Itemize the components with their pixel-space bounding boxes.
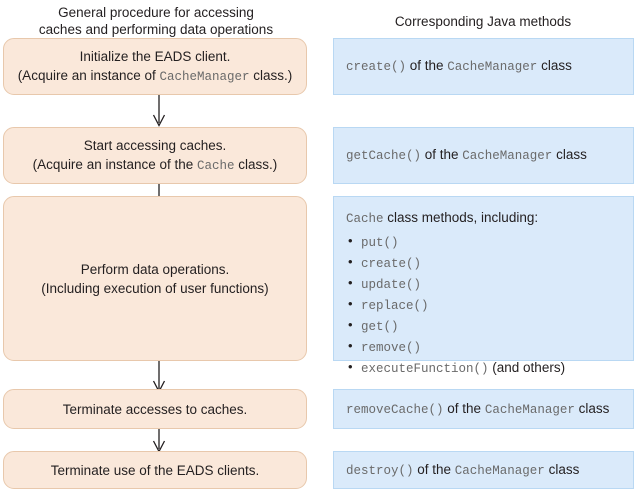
left-column-header-line2: caches and performing data operations: [38, 22, 274, 37]
list-item: executeFunction() (and others): [346, 357, 621, 379]
bullet-4-code: get(): [361, 320, 399, 334]
method-box-removecache: removeCache() of the CacheManager class: [333, 389, 634, 429]
method-box-create: create() of the CacheManager class: [333, 38, 634, 95]
bullet-1-code: create(): [361, 257, 422, 271]
list-item: update(): [346, 273, 621, 295]
step-1-line2-pre: (Acquire an instance of the: [32, 156, 198, 172]
method-4-code: destroy(): [346, 463, 414, 478]
method-2-heading: Cache class methods, including:: [346, 208, 621, 229]
step-box-terminate-accesses-to-caches: Terminate accesses to caches.: [3, 389, 307, 429]
method-0-tail: class: [537, 58, 572, 73]
method-2-mid: class methods, including:: [383, 210, 539, 225]
method-1-code: getCache(): [346, 149, 422, 163]
bullet-2-code: update(): [361, 278, 422, 292]
method-0-code: create(): [346, 60, 407, 74]
step-1-line2: (Acquire an instance of the Cache class.…: [33, 155, 278, 176]
method-1-tail: class: [552, 147, 587, 162]
method-2-code: Cache: [346, 212, 384, 226]
method-0-code2: CacheManager: [447, 60, 538, 74]
method-4-tail: class: [544, 461, 580, 477]
method-3-code2: CacheManager: [484, 402, 575, 417]
list-item: create(): [346, 252, 621, 274]
method-3-mid: of the: [443, 400, 485, 416]
step-box-terminate-use-of-eads-clients: Terminate use of the EADS clients.: [3, 451, 307, 489]
step-3-line1: Terminate accesses to caches.: [62, 401, 248, 417]
bullet-5-code: remove(): [361, 341, 422, 355]
method-0-mid: of the: [406, 58, 448, 73]
method-3-code: removeCache(): [346, 402, 444, 417]
step-box-perform-data-operations: Perform data operations. (Including exec…: [3, 196, 307, 361]
list-item: put(): [346, 231, 621, 253]
bullet-6-code: executeFunction(): [361, 362, 489, 376]
step-4-line1: Terminate use of the EADS clients.: [50, 462, 260, 478]
step-2-line2: (Including execution of user functions): [41, 280, 269, 296]
step-1-line2-code: Cache: [197, 158, 235, 173]
step-0-line2-code: CacheManager: [159, 69, 250, 84]
flow-arrow-1: [148, 95, 170, 127]
step-box-initialize-eads-client: Initialize the EADS client. (Acquire an …: [3, 38, 307, 95]
right-column-header: Corresponding Java methods: [394, 14, 572, 29]
method-4-mid: of the: [413, 461, 455, 477]
step-0-line2: (Acquire an instance of CacheManager cla…: [18, 66, 293, 87]
step-0-line1: Initialize the EADS client.: [79, 48, 231, 64]
method-box-destroy: destroy() of the CacheManager class: [333, 451, 634, 489]
method-box-cache-class-methods: Cache class methods, including: put() cr…: [333, 196, 634, 376]
flow-arrow-4: [148, 429, 170, 453]
step-box-start-accessing-caches: Start accessing caches. (Acquire an inst…: [3, 127, 307, 184]
bullet-0-code: put(): [361, 236, 399, 250]
step-1-line1: Start accessing caches.: [83, 137, 227, 153]
step-0-line2-pre: (Acquire an instance of: [17, 67, 160, 83]
list-item: get(): [346, 315, 621, 337]
method-1-code2: CacheManager: [462, 149, 553, 163]
method-box-getcache: getCache() of the CacheManager class: [333, 127, 634, 184]
cache-methods-list: put() create() update() replace() get() …: [346, 231, 621, 379]
step-2-line1: Perform data operations.: [80, 261, 230, 277]
method-4-code2: CacheManager: [454, 463, 545, 478]
left-column-header: General procedure for accessing caches a…: [0, 4, 312, 38]
list-item: remove(): [346, 336, 621, 358]
method-1-mid: of the: [421, 147, 463, 162]
step-0-line2-post: class.): [249, 67, 293, 83]
step-1-line2-post: class.): [234, 156, 278, 172]
list-item: replace(): [346, 294, 621, 316]
left-column-header-line1: General procedure for accessing: [58, 5, 254, 20]
bullet-6-note: (and others): [488, 360, 566, 375]
bullet-3-code: replace(): [361, 299, 429, 313]
method-3-tail: class: [574, 400, 610, 416]
